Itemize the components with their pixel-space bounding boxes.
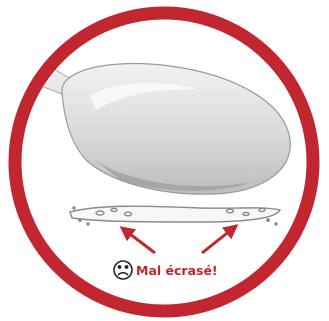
caption-text: Mal écrasé!: [136, 263, 218, 278]
